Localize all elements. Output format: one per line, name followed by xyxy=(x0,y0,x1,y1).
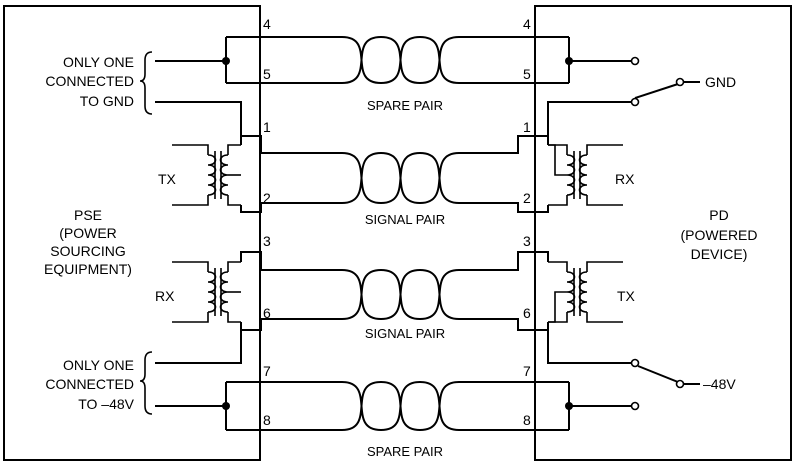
pse-label-line: PSE xyxy=(74,207,102,223)
spare-pair-top: SPARE PAIR xyxy=(155,36,640,145)
pin-number: 1 xyxy=(263,119,271,135)
coil-winding xyxy=(207,154,217,196)
transformer-core xyxy=(573,268,581,316)
brace-bottom xyxy=(139,351,153,415)
winding-lead xyxy=(586,261,623,323)
switch-contact-icon xyxy=(675,379,685,389)
pd-rx-label: RX xyxy=(615,171,635,187)
neg48-switch: –48V xyxy=(637,365,736,392)
transformer-core xyxy=(214,268,222,316)
pair-label: SPARE PAIR xyxy=(367,98,443,113)
pin-number: 4 xyxy=(523,16,531,32)
terminal-icon xyxy=(630,56,640,66)
coil-winding xyxy=(578,271,588,313)
pse-rx-label: RX xyxy=(155,288,175,304)
winding-lead xyxy=(227,261,241,323)
center-taps xyxy=(228,144,567,323)
pse-tx-label: TX xyxy=(158,171,177,187)
pd-tx-transformer xyxy=(548,261,623,323)
brace-top xyxy=(139,51,153,115)
terminal-icon xyxy=(630,358,640,368)
pd-tx-label: TX xyxy=(617,288,636,304)
pin-number: 1 xyxy=(523,119,531,135)
coil-winding xyxy=(578,154,588,196)
terminal-icon xyxy=(630,97,640,107)
note-line: ONLY ONE xyxy=(63,357,134,373)
transformer-core xyxy=(214,151,222,199)
pin-number: 6 xyxy=(523,305,531,321)
pin-number: 3 xyxy=(263,233,271,249)
switch-contact-icon xyxy=(675,77,685,87)
gnd-label: GND xyxy=(705,74,736,90)
pair-label: SIGNAL PAIR xyxy=(365,326,445,341)
twist-coil xyxy=(341,152,460,204)
twist-coil xyxy=(341,269,460,320)
pse-label-line: SOURCING xyxy=(50,243,125,259)
note-only-one-gnd: ONLY ONE CONNECTED TO GND xyxy=(45,54,134,109)
pse-label-line: EQUIPMENT) xyxy=(44,261,132,277)
twist-coil xyxy=(341,36,460,84)
note-line: CONNECTED xyxy=(45,376,134,392)
terminal-icon xyxy=(630,401,640,411)
pin-number: 8 xyxy=(523,412,531,428)
pin-number: 7 xyxy=(263,363,271,379)
coil-winding xyxy=(207,271,217,313)
winding-lead xyxy=(586,144,623,206)
winding-lead xyxy=(172,261,209,323)
pd-box xyxy=(534,5,792,461)
pd-label-line: DEVICE) xyxy=(691,246,748,262)
pse-tx-transformer xyxy=(172,144,241,206)
note-line: ONLY ONE xyxy=(63,54,134,70)
pin-number: 8 xyxy=(263,412,271,428)
center-tap xyxy=(548,144,567,176)
note-line: TO GND xyxy=(80,93,134,109)
pin-number: 6 xyxy=(263,305,271,321)
pin-labels-right: 4 5 1 2 3 6 7 8 xyxy=(523,16,531,428)
pin-number: 4 xyxy=(263,16,271,32)
note-line: TO –48V xyxy=(78,396,134,412)
pin-number: 3 xyxy=(523,233,531,249)
pd-label-line: (POWERED xyxy=(681,227,758,243)
pse-label: PSE (POWER SOURCING EQUIPMENT) xyxy=(44,207,132,277)
pse-box xyxy=(3,5,261,461)
pin-number: 7 xyxy=(523,363,531,379)
twist-coil xyxy=(341,381,460,431)
pin-number: 5 xyxy=(523,66,531,82)
signal-pair-2: SIGNAL PAIR xyxy=(240,251,549,341)
pin-number: 2 xyxy=(523,190,531,206)
pair-label: SPARE PAIR xyxy=(367,444,443,459)
transformer-core xyxy=(573,151,581,199)
pse-label-line: (POWER xyxy=(59,225,117,241)
signal-pair-1: SIGNAL PAIR xyxy=(240,135,549,227)
center-tap xyxy=(548,291,567,323)
pd-label-line: PD xyxy=(709,207,728,223)
note-only-one-neg48: ONLY ONE CONNECTED TO –48V xyxy=(45,357,134,412)
transformers xyxy=(172,144,623,323)
pin-number: 5 xyxy=(263,66,271,82)
pin-number: 2 xyxy=(263,190,271,206)
winding-lead xyxy=(227,144,241,206)
pd-label: PD (POWERED DEVICE) xyxy=(681,207,758,262)
twisted-pair-coils xyxy=(341,36,460,431)
spare-pair-bottom: SPARE PAIR xyxy=(155,322,640,459)
pin-labels-left: 4 5 1 2 3 6 7 8 xyxy=(263,16,271,428)
gnd-switch: GND xyxy=(634,74,736,99)
winding-lead xyxy=(172,144,209,206)
note-line: CONNECTED xyxy=(45,73,134,89)
pair-label: SIGNAL PAIR xyxy=(365,212,445,227)
neg48-label: –48V xyxy=(703,376,736,392)
